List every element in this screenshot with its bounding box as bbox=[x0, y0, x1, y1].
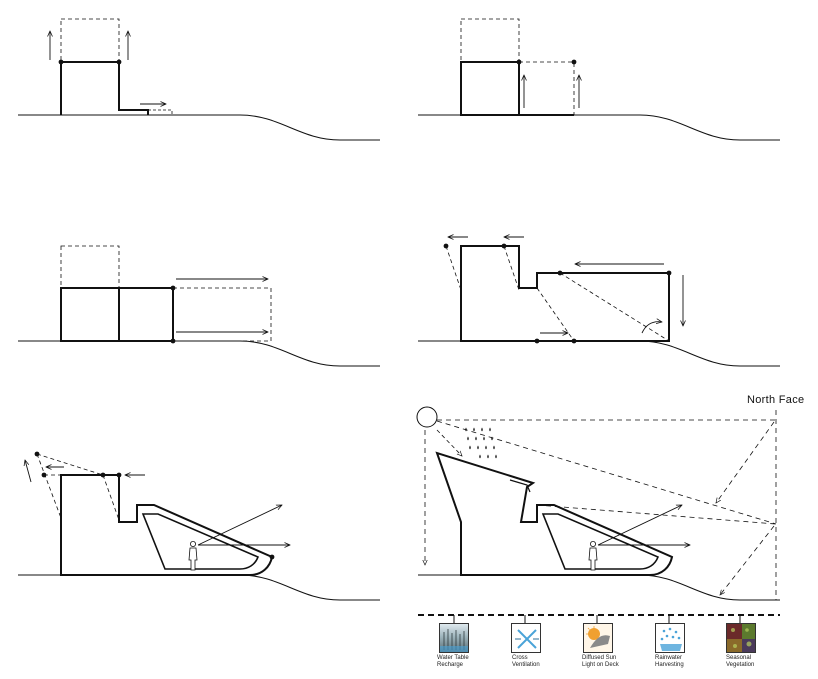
terrain-line bbox=[18, 340, 380, 367]
node-point bbox=[58, 59, 64, 65]
sun-ray-arrow-dashed bbox=[436, 429, 462, 456]
added-volume bbox=[118, 287, 174, 342]
cross-ventilation-icon bbox=[511, 623, 541, 653]
rain-drop bbox=[483, 436, 485, 441]
projection-outline-dashed bbox=[172, 287, 272, 342]
terrain-line bbox=[418, 114, 780, 141]
building-volume bbox=[460, 245, 670, 342]
node-point bbox=[534, 338, 540, 344]
diffused-sunlight-icon bbox=[583, 623, 613, 653]
node-point bbox=[557, 270, 563, 276]
sun-icon bbox=[416, 406, 438, 428]
up-arrow bbox=[25, 460, 32, 483]
base-volume bbox=[60, 287, 120, 342]
environmental-strategy-diagram bbox=[416, 406, 780, 601]
terrain-line bbox=[418, 340, 780, 367]
slope-dashed bbox=[36, 453, 62, 519]
node-point bbox=[170, 338, 176, 344]
node-point bbox=[116, 59, 122, 65]
node-point bbox=[571, 338, 577, 344]
reflection-arrow-dashed bbox=[720, 525, 775, 595]
rain-drop bbox=[475, 436, 477, 441]
sun-ray-dashed bbox=[436, 420, 777, 525]
person-figure bbox=[188, 541, 198, 571]
slope-dashed bbox=[445, 245, 462, 291]
step-3-diagram bbox=[18, 245, 380, 367]
extrusion-outline-dashed bbox=[60, 18, 120, 63]
terrain-line bbox=[418, 574, 780, 601]
base-volume bbox=[460, 61, 520, 116]
node-point bbox=[501, 243, 507, 249]
rain-drop bbox=[491, 436, 493, 441]
terrain-line bbox=[18, 574, 380, 601]
inner-void bbox=[141, 513, 260, 570]
curved-arrow bbox=[641, 322, 662, 334]
node-point bbox=[41, 472, 47, 478]
node-point bbox=[100, 472, 106, 478]
terrain-line bbox=[18, 114, 380, 141]
water-table-recharge-icon bbox=[439, 623, 469, 653]
rain-drop bbox=[493, 445, 495, 450]
slope-dashed bbox=[503, 245, 520, 291]
node-point bbox=[571, 59, 577, 65]
rain-drops bbox=[465, 427, 497, 459]
reflection-arrow-dashed bbox=[716, 421, 775, 503]
view-arrow bbox=[597, 504, 682, 546]
rain-drop bbox=[477, 445, 479, 450]
slope-dashed bbox=[102, 474, 120, 521]
rain-drop bbox=[479, 454, 481, 459]
node-point bbox=[170, 285, 176, 291]
view-arrow bbox=[197, 504, 282, 546]
rain-drop bbox=[465, 427, 467, 432]
rain-drop bbox=[469, 445, 471, 450]
node-point bbox=[269, 554, 275, 560]
seasonal-vegetation-icon bbox=[726, 623, 756, 653]
rain-drop bbox=[495, 454, 497, 459]
building-volume bbox=[60, 474, 274, 576]
inner-void bbox=[541, 513, 660, 570]
rainwater-harvesting-icon bbox=[655, 623, 685, 653]
cut-dashed bbox=[559, 272, 670, 342]
north-face-label: North Face bbox=[747, 394, 805, 406]
building-volume bbox=[435, 451, 674, 576]
slope-dashed bbox=[36, 453, 104, 476]
rain-drop bbox=[485, 445, 487, 450]
slide-outline-dashed bbox=[148, 109, 173, 115]
step-2-diagram bbox=[418, 18, 780, 141]
person-figure bbox=[588, 541, 598, 571]
rain-drop bbox=[473, 427, 475, 432]
base-volume bbox=[60, 61, 149, 115]
step-4-diagram bbox=[418, 237, 780, 367]
node-point bbox=[443, 243, 449, 249]
legend-connectors bbox=[453, 615, 741, 623]
node-point bbox=[666, 270, 672, 276]
extrusion-outline-dashed bbox=[460, 18, 520, 63]
rain-drop bbox=[489, 427, 491, 432]
rain-drop bbox=[481, 427, 483, 432]
step-1-diagram bbox=[18, 18, 380, 141]
rain-drop bbox=[467, 436, 469, 441]
node-point bbox=[116, 472, 122, 478]
roof-gutter bbox=[509, 479, 531, 493]
extrusion-outline-dashed bbox=[60, 245, 120, 289]
growth-outline-dashed bbox=[519, 61, 575, 115]
step-5-diagram bbox=[18, 451, 380, 601]
sun-ray-dashed bbox=[536, 504, 777, 525]
cut-dashed bbox=[536, 287, 575, 342]
node-point bbox=[516, 59, 522, 65]
node-point bbox=[34, 451, 40, 457]
rain-drop bbox=[487, 454, 489, 459]
